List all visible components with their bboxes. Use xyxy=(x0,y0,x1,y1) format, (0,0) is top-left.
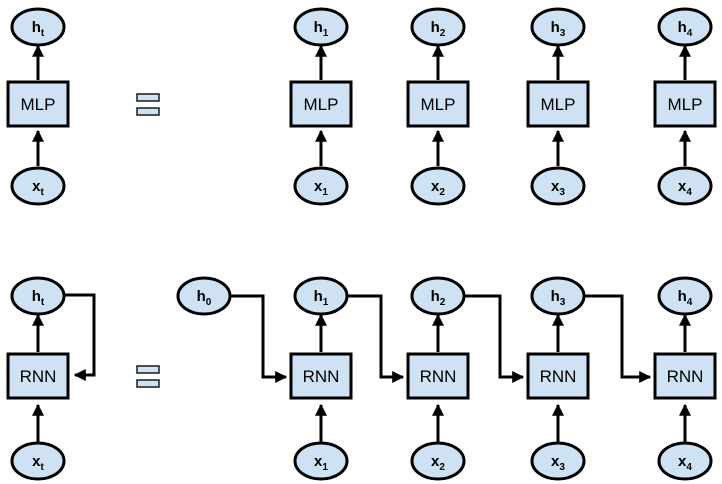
rnn-step-3: h3 RNN x3 xyxy=(526,276,590,481)
mlp-folded-input-label: xt xyxy=(32,178,44,198)
rnn-step-2-input-label: x2 xyxy=(431,453,445,473)
mlp-step-2-input-label: x2 xyxy=(431,178,445,198)
mlp-folded-output-node xyxy=(10,7,66,47)
mlp-step-4-output-label: h4 xyxy=(678,19,693,39)
rnn-step-4-input-node xyxy=(657,441,713,481)
mlp-step-3-input-label: x3 xyxy=(551,178,565,198)
h2-to-rnn-step-3-arrow xyxy=(464,294,525,383)
rnn-initial-state: h0 xyxy=(176,276,232,316)
rnn-step-4-box-label: RNN xyxy=(667,367,704,386)
rnn-step-3-output-label: h3 xyxy=(551,288,566,308)
mlp-step-1-output-label: h1 xyxy=(314,19,329,39)
rnn-step-4: h4 RNN x4 xyxy=(653,276,717,481)
rnn-step-1-input-node xyxy=(293,441,349,481)
mlp-step-2: h2 MLP x2 xyxy=(406,7,470,206)
equals-bar-top xyxy=(136,93,160,102)
mlp-step-1-box-label: MLP xyxy=(304,95,339,114)
h1-to-rnn-step-2-arrow xyxy=(347,294,405,383)
mlp-step-1: h1 MLP x1 xyxy=(289,7,353,206)
rnn-step-3-box xyxy=(526,352,590,400)
mlp-step-2-output-label: h2 xyxy=(431,19,446,39)
mlp-step-2-output-node xyxy=(410,7,466,47)
mlp-step-2-input-node xyxy=(410,166,466,206)
rnn-step-2-output-node xyxy=(410,276,466,316)
rnn-hidden-state-connections xyxy=(230,294,652,383)
mlp-step-4-input-node xyxy=(657,166,713,206)
h0-to-rnn-step-1-arrow xyxy=(230,294,288,383)
mlp-step-2-box-label: MLP xyxy=(421,95,456,114)
rnn-folded-recurrent-arrow xyxy=(64,293,96,381)
mlp-step-4-input-label: x4 xyxy=(678,178,692,198)
equals-bar-bottom xyxy=(136,107,160,116)
equals-bar-bottom xyxy=(136,379,160,388)
rnn-step-2-input-node xyxy=(410,441,466,481)
rnn-folded-box xyxy=(6,352,70,400)
mlp-folded-box xyxy=(6,80,70,128)
rnn-step-4-input-label: x4 xyxy=(678,453,692,473)
rnn-step-3-input-label: x3 xyxy=(551,453,565,473)
rnn-equals-sign xyxy=(136,365,160,388)
mlp-folded: ht MLP xt xyxy=(6,7,70,206)
rnn-step-1-output-node xyxy=(293,276,349,316)
rnn-step-4-output-label: h4 xyxy=(678,288,693,308)
rnn-step-4-output-node xyxy=(657,276,713,316)
mlp-step-3-input-node xyxy=(530,166,586,206)
mlp-step-1-output-node xyxy=(293,7,349,47)
mlp-step-1-input-label: x1 xyxy=(314,178,328,198)
rnn-step-1-output-label: h1 xyxy=(314,288,329,308)
rnn-folded-input-node xyxy=(10,441,66,481)
mlp-step-1-box xyxy=(289,80,353,128)
mlp-step-3: h3 MLP x3 xyxy=(526,7,590,206)
mlp-step-4: h4 MLP x4 xyxy=(653,7,717,206)
mlp-step-2-box xyxy=(406,80,470,128)
mlp-step-3-box-label: MLP xyxy=(541,95,576,114)
mlp-equals-sign xyxy=(136,93,160,116)
rnn-step-1-input-label: x1 xyxy=(314,453,328,473)
rnn-folded-input-label: xt xyxy=(32,453,44,473)
rnn-step-2-box xyxy=(406,352,470,400)
mlp-step-4-box-label: MLP xyxy=(668,95,703,114)
rnn-step-2-box-label: RNN xyxy=(420,367,457,386)
rnn-step-3-input-node xyxy=(530,441,586,481)
rnn-step-4-box xyxy=(653,352,717,400)
rnn-step-1-box xyxy=(289,352,353,400)
mlp-folded-box-label: MLP xyxy=(21,95,56,114)
mlp-step-4-box xyxy=(653,80,717,128)
rnn-step-3-box-label: RNN xyxy=(540,367,577,386)
h3-to-rnn-step-4-arrow xyxy=(584,294,652,383)
rnn-step-3-output-node xyxy=(530,276,586,316)
mlp-step-4-output-node xyxy=(657,7,713,47)
rnn-step-2-output-label: h2 xyxy=(431,288,446,308)
mlp-step-1-input-node xyxy=(293,166,349,206)
rnn-folded-output-label: ht xyxy=(32,288,45,308)
h0-node xyxy=(176,276,232,316)
mlp-folded-output-label: ht xyxy=(32,19,45,39)
rnn-step-1: h1 RNN x1 xyxy=(289,276,353,481)
rnn-folded-box-label: RNN xyxy=(20,367,57,386)
rnn-folded: ht RNN xt xyxy=(6,276,96,481)
h0-label: h0 xyxy=(197,288,212,308)
mlp-folded-input-node xyxy=(10,166,66,206)
rnn-step-1-box-label: RNN xyxy=(303,367,340,386)
rnn-step-2: h2 RNN x2 xyxy=(406,276,470,481)
equals-bar-top xyxy=(136,365,160,374)
mlp-step-3-output-label: h3 xyxy=(551,19,566,39)
rnn-folded-output-node xyxy=(10,276,66,316)
mlp-step-3-box xyxy=(526,80,590,128)
mlp-step-3-output-node xyxy=(530,7,586,47)
